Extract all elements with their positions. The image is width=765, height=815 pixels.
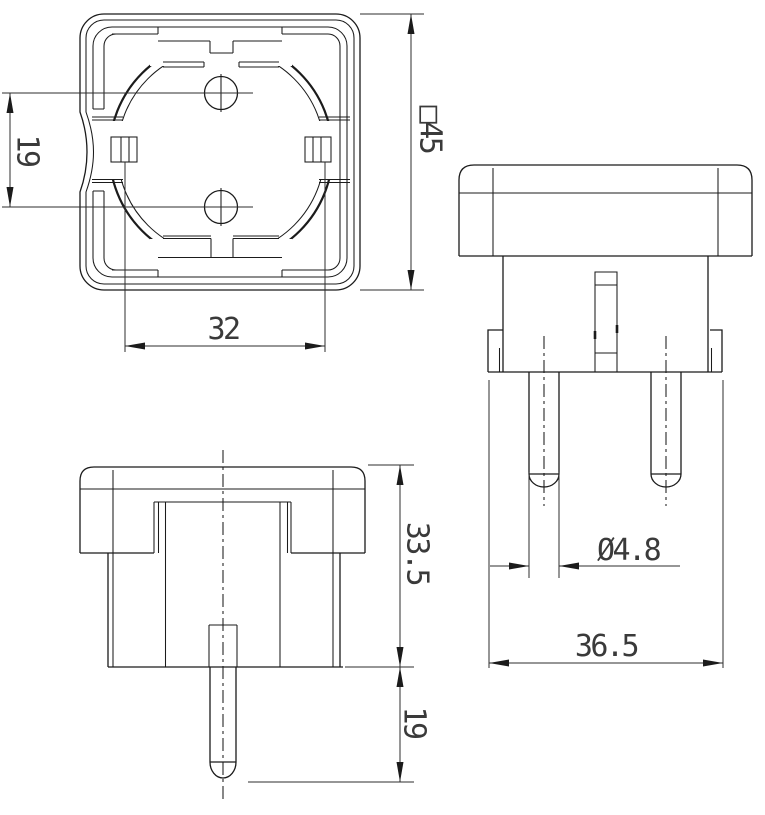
dim-hole-spacing: 19: [2, 92, 253, 208]
body-outline: [502, 256, 709, 372]
top-guide-notch: [163, 61, 279, 68]
earth-clip-left: [92, 116, 138, 184]
dim-label-pin-diameter: Ø4.8: [597, 533, 661, 568]
dim-pin-diameter: Ø4.8: [490, 472, 680, 578]
dimensions: 19 □45 32 Ø4.8 36.5: [2, 13, 724, 783]
earth-clip-right: [304, 116, 350, 184]
dim-face-square: □45: [360, 13, 448, 291]
pin-centerlines: [543, 336, 667, 506]
dim-label-pin-length: 19: [397, 706, 432, 739]
front-view: [79, 13, 361, 291]
bottom-guide-notch: [163, 235, 279, 240]
dim-body-width: 36.5: [488, 380, 724, 668]
side-view: [458, 164, 753, 506]
cap-outline: [458, 164, 753, 257]
socket-recess-outer: [108, 39, 334, 265]
dim-label-hole-spacing: 19: [10, 134, 45, 167]
bottom-view: [79, 450, 366, 800]
dim-label-body-height: 33.5: [400, 522, 435, 585]
corner-bracket-bl: [92, 190, 117, 278]
dim-pin-length: 19: [248, 666, 432, 783]
base-flanges: [487, 329, 723, 373]
center-slot: [593, 271, 619, 372]
dim-label-face-square: □45: [413, 106, 448, 153]
dim-label-body-width: 36.5: [575, 629, 638, 664]
corner-bracket-right: [327, 26, 348, 278]
dim-slot-span: 32: [124, 162, 326, 352]
corner-bracket-tl: [92, 26, 117, 110]
dim-body-height: 33.5: [368, 464, 435, 667]
dim-label-slot-span: 32: [207, 312, 239, 347]
body-outline-2: [107, 553, 343, 668]
